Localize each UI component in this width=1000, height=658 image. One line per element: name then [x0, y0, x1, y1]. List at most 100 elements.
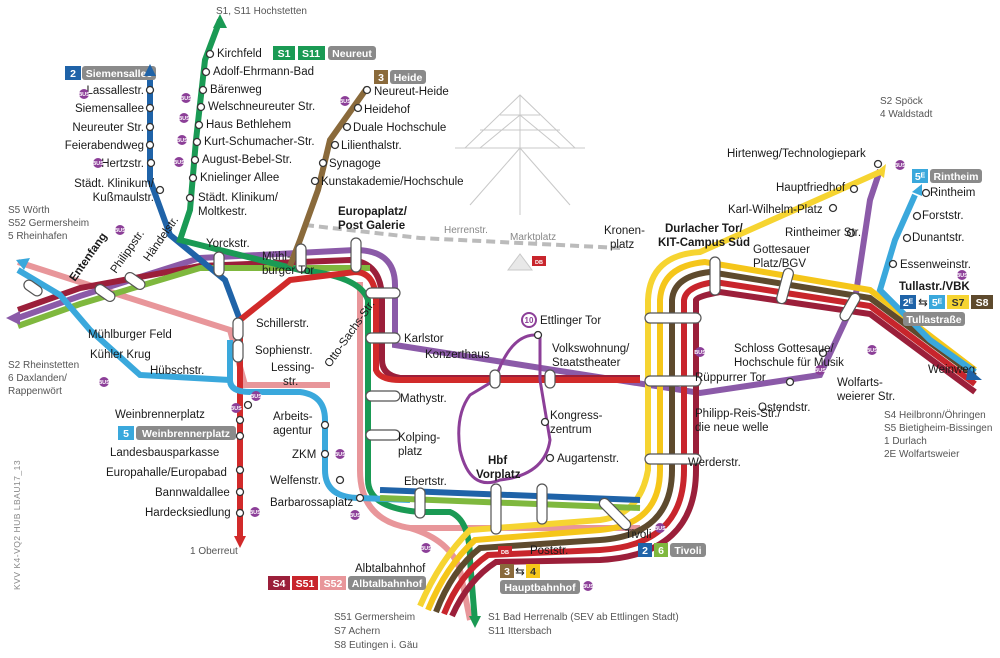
station-neureut-heide[interactable]: Neureut-Heide	[374, 86, 449, 98]
station-synagoge[interactable]: Synagoge	[329, 158, 381, 170]
station-arbeitsagentur[interactable]: Arbeits-	[273, 411, 313, 423]
station-haus-bethlehem[interactable]: Haus Bethlehem	[206, 119, 291, 131]
station-klinikum-moltke[interactable]: Städt. Klinikum/	[198, 192, 279, 204]
badge-tullastrasse[interactable]: 2ᴱ ⇆ 5ᴱ S7 S8 Tullastraße	[900, 295, 993, 326]
station-karlstor[interactable]: Karlstor	[404, 333, 444, 345]
station-europahalle[interactable]: Europahalle/Europabad	[106, 467, 227, 479]
station-muehlburger-feld[interactable]: Mühlburger Feld	[88, 329, 172, 341]
station-gottesauer-platz[interactable]: Gottesauer	[753, 244, 810, 256]
station-philippstr[interactable]: Philippstr.	[109, 228, 147, 276]
db-icon-hbf: DB	[498, 546, 512, 556]
station-kirchfeld[interactable]: Kirchfeld	[217, 48, 262, 60]
station-kolpingplatz[interactable]: Kolping-	[398, 432, 440, 444]
station-welschneureuter[interactable]: Welschneureuter Str.	[208, 101, 315, 113]
station-dunantstr[interactable]: Dunantstr.	[912, 232, 964, 244]
station-welfenstr[interactable]: Welfenstr.	[270, 475, 321, 487]
station-knielinger-allee[interactable]: Knielinger Allee	[200, 172, 279, 184]
badge-neureut[interactable]: S1 S11 Neureut	[273, 46, 376, 60]
station-schillerstr[interactable]: Schillerstr.	[256, 318, 309, 330]
station-kunstakademie[interactable]: Kunstakademie/Hochschule	[321, 176, 464, 188]
station-klinikum-kussmaul[interactable]: Städt. Klinikum/	[74, 178, 155, 190]
station-sophienstr[interactable]: Sophienstr.	[255, 345, 313, 357]
station-landesbausparkasse[interactable]: Landesbausparkasse	[110, 447, 219, 459]
station-duale-hochschule[interactable]: Duale Hochschule	[353, 122, 446, 134]
station-lessingstr[interactable]: Lessing-	[271, 362, 315, 374]
station-rintheim[interactable]: Rintheim	[930, 187, 975, 199]
station-lilienthalstr[interactable]: Lilienthalstr.	[341, 140, 402, 152]
station-lassallestr[interactable]: Lassallestr.	[86, 85, 144, 97]
station-kongresszentrum-2: zentrum	[550, 424, 592, 436]
station-heidehof[interactable]: Heidehof	[364, 104, 411, 116]
station-ebertstr[interactable]: Ebertstr.	[404, 476, 447, 488]
station-karl-wilhelm-platz[interactable]: Karl-Wilhelm-Platz	[728, 204, 823, 216]
svg-text:BUS: BUS	[78, 92, 90, 98]
station-bannwaldallee[interactable]: Bannwaldallee	[155, 487, 230, 499]
station-mathystr[interactable]: Mathystr.	[400, 393, 447, 405]
station-ettlinger-tor[interactable]: Ettlinger Tor	[540, 315, 601, 327]
station-neureuter-str[interactable]: Neureuter Str.	[72, 122, 144, 134]
bus-icon: BUS	[349, 510, 361, 520]
station-volkswohnung[interactable]: Volkswohnung/	[552, 343, 630, 355]
station-huebschstr[interactable]: Hübschstr.	[150, 365, 204, 377]
station-werderstr[interactable]: Werderstr.	[688, 457, 741, 469]
badge-tivoli[interactable]: 2 6 Tivoli	[638, 543, 706, 557]
station-poststr[interactable]: Poststr.	[530, 545, 568, 557]
station-adolf-ehrmann-bad[interactable]: Adolf-Ehrmann-Bad	[213, 66, 314, 78]
badge-siemensallee[interactable]: 2 Siemensallee	[65, 66, 156, 80]
station-tivoli[interactable]: Tivoli	[625, 529, 651, 541]
station-entenfang[interactable]: Entenfang	[68, 231, 110, 284]
station-august-bebel[interactable]: August-Bebel-Str.	[202, 154, 292, 166]
bus-icon: BUS	[98, 377, 110, 387]
bus-icon: BUS	[114, 225, 126, 235]
dest-oberreut: 1 Oberreut	[190, 546, 238, 557]
svg-text:2: 2	[70, 68, 76, 80]
station-hardecksiedlung[interactable]: Hardecksiedlung	[145, 507, 231, 519]
station-hirtenweg[interactable]: Hirtenweg/Technologiepark	[727, 148, 866, 160]
bus-icon: BUS	[178, 113, 190, 123]
station-forststr[interactable]: Forststr.	[922, 210, 964, 222]
station-rueppurrer-tor[interactable]: Rüppurrer Tor	[695, 372, 766, 384]
badge-rintheim[interactable]: 5ᴱ Rintheim	[912, 169, 982, 183]
station-tullastr[interactable]: Tullastr./VBK	[899, 281, 970, 293]
station-hbf-vorplatz[interactable]: Hbf	[488, 455, 507, 467]
station-hauptfriedhof[interactable]: Hauptfriedhof	[776, 182, 846, 194]
badge-heide[interactable]: 3 Heide	[374, 70, 426, 84]
station-konzerthaus[interactable]: Konzerthaus	[425, 349, 490, 361]
svg-text:BUS: BUS	[178, 116, 190, 122]
station-schloss-gottesaue[interactable]: Schloss Gottesaue/	[734, 343, 835, 355]
svg-text:BUS: BUS	[339, 99, 351, 105]
svg-text:BUS: BUS	[956, 273, 968, 279]
station-feierabendweg[interactable]: Feierabendweg	[65, 140, 144, 152]
badge-weinbrennerplatz[interactable]: 5 Weinbrennerplatz	[118, 426, 236, 440]
station-philipp-reis[interactable]: Philipp-Reis-Str./	[695, 408, 781, 420]
station-yorckstr[interactable]: Yorckstr.	[206, 238, 250, 250]
station-durlacher-tor-2: KIT-Campus Süd	[658, 237, 750, 249]
station-hertzstr[interactable]: Hertzstr.	[101, 158, 144, 170]
station-wolfartsweierer[interactable]: Wolfarts-	[837, 377, 883, 389]
svg-text:5ᴱ: 5ᴱ	[915, 171, 926, 183]
station-durlacher-tor[interactable]: Durlacher Tor/	[665, 223, 744, 235]
badge-line10[interactable]: 10	[522, 313, 536, 327]
badge-hauptbahnhof[interactable]: 3 ⇆ 4 Hauptbahnhof	[500, 564, 580, 594]
svg-text:BUS: BUS	[694, 350, 706, 356]
station-kronenplatz[interactable]: Kronen-	[604, 225, 645, 237]
svg-text:⇆: ⇆	[918, 297, 928, 309]
station-barbarossaplatz[interactable]: Barbarossaplatz	[270, 497, 353, 509]
station-siemensallee[interactable]: Siemensallee	[75, 103, 144, 115]
station-kurt-schumacher[interactable]: Kurt-Schumacher-Str.	[204, 136, 315, 148]
badge-albtalbahnhof[interactable]: S4 S51 S52 Albtalbahnhof	[268, 576, 426, 590]
station-essenweinstr[interactable]: Essenweinstr.	[900, 259, 971, 271]
svg-text:5: 5	[123, 428, 129, 440]
station-weinbrennerplatz[interactable]: Weinbrennerplatz	[115, 409, 205, 421]
station-kongresszentrum[interactable]: Kongress-	[550, 410, 603, 422]
station-europaplatz[interactable]: Europaplatz/	[338, 206, 408, 218]
station-augartenstr[interactable]: Augartenstr.	[557, 453, 619, 465]
station-kuehler-krug[interactable]: Kühler Krug	[90, 349, 151, 361]
station-muehlburger-tor[interactable]: Mühl-	[262, 251, 291, 263]
station-baerenweg[interactable]: Bärenweg	[210, 84, 262, 96]
station-rintheimer-str[interactable]: Rintheimer Str.	[785, 227, 861, 239]
dest-south-1: S51 Germersheim	[334, 612, 415, 623]
station-albtalbahnhof[interactable]: Albtalbahnhof	[355, 563, 426, 575]
station-zkm[interactable]: ZKM	[292, 449, 316, 461]
